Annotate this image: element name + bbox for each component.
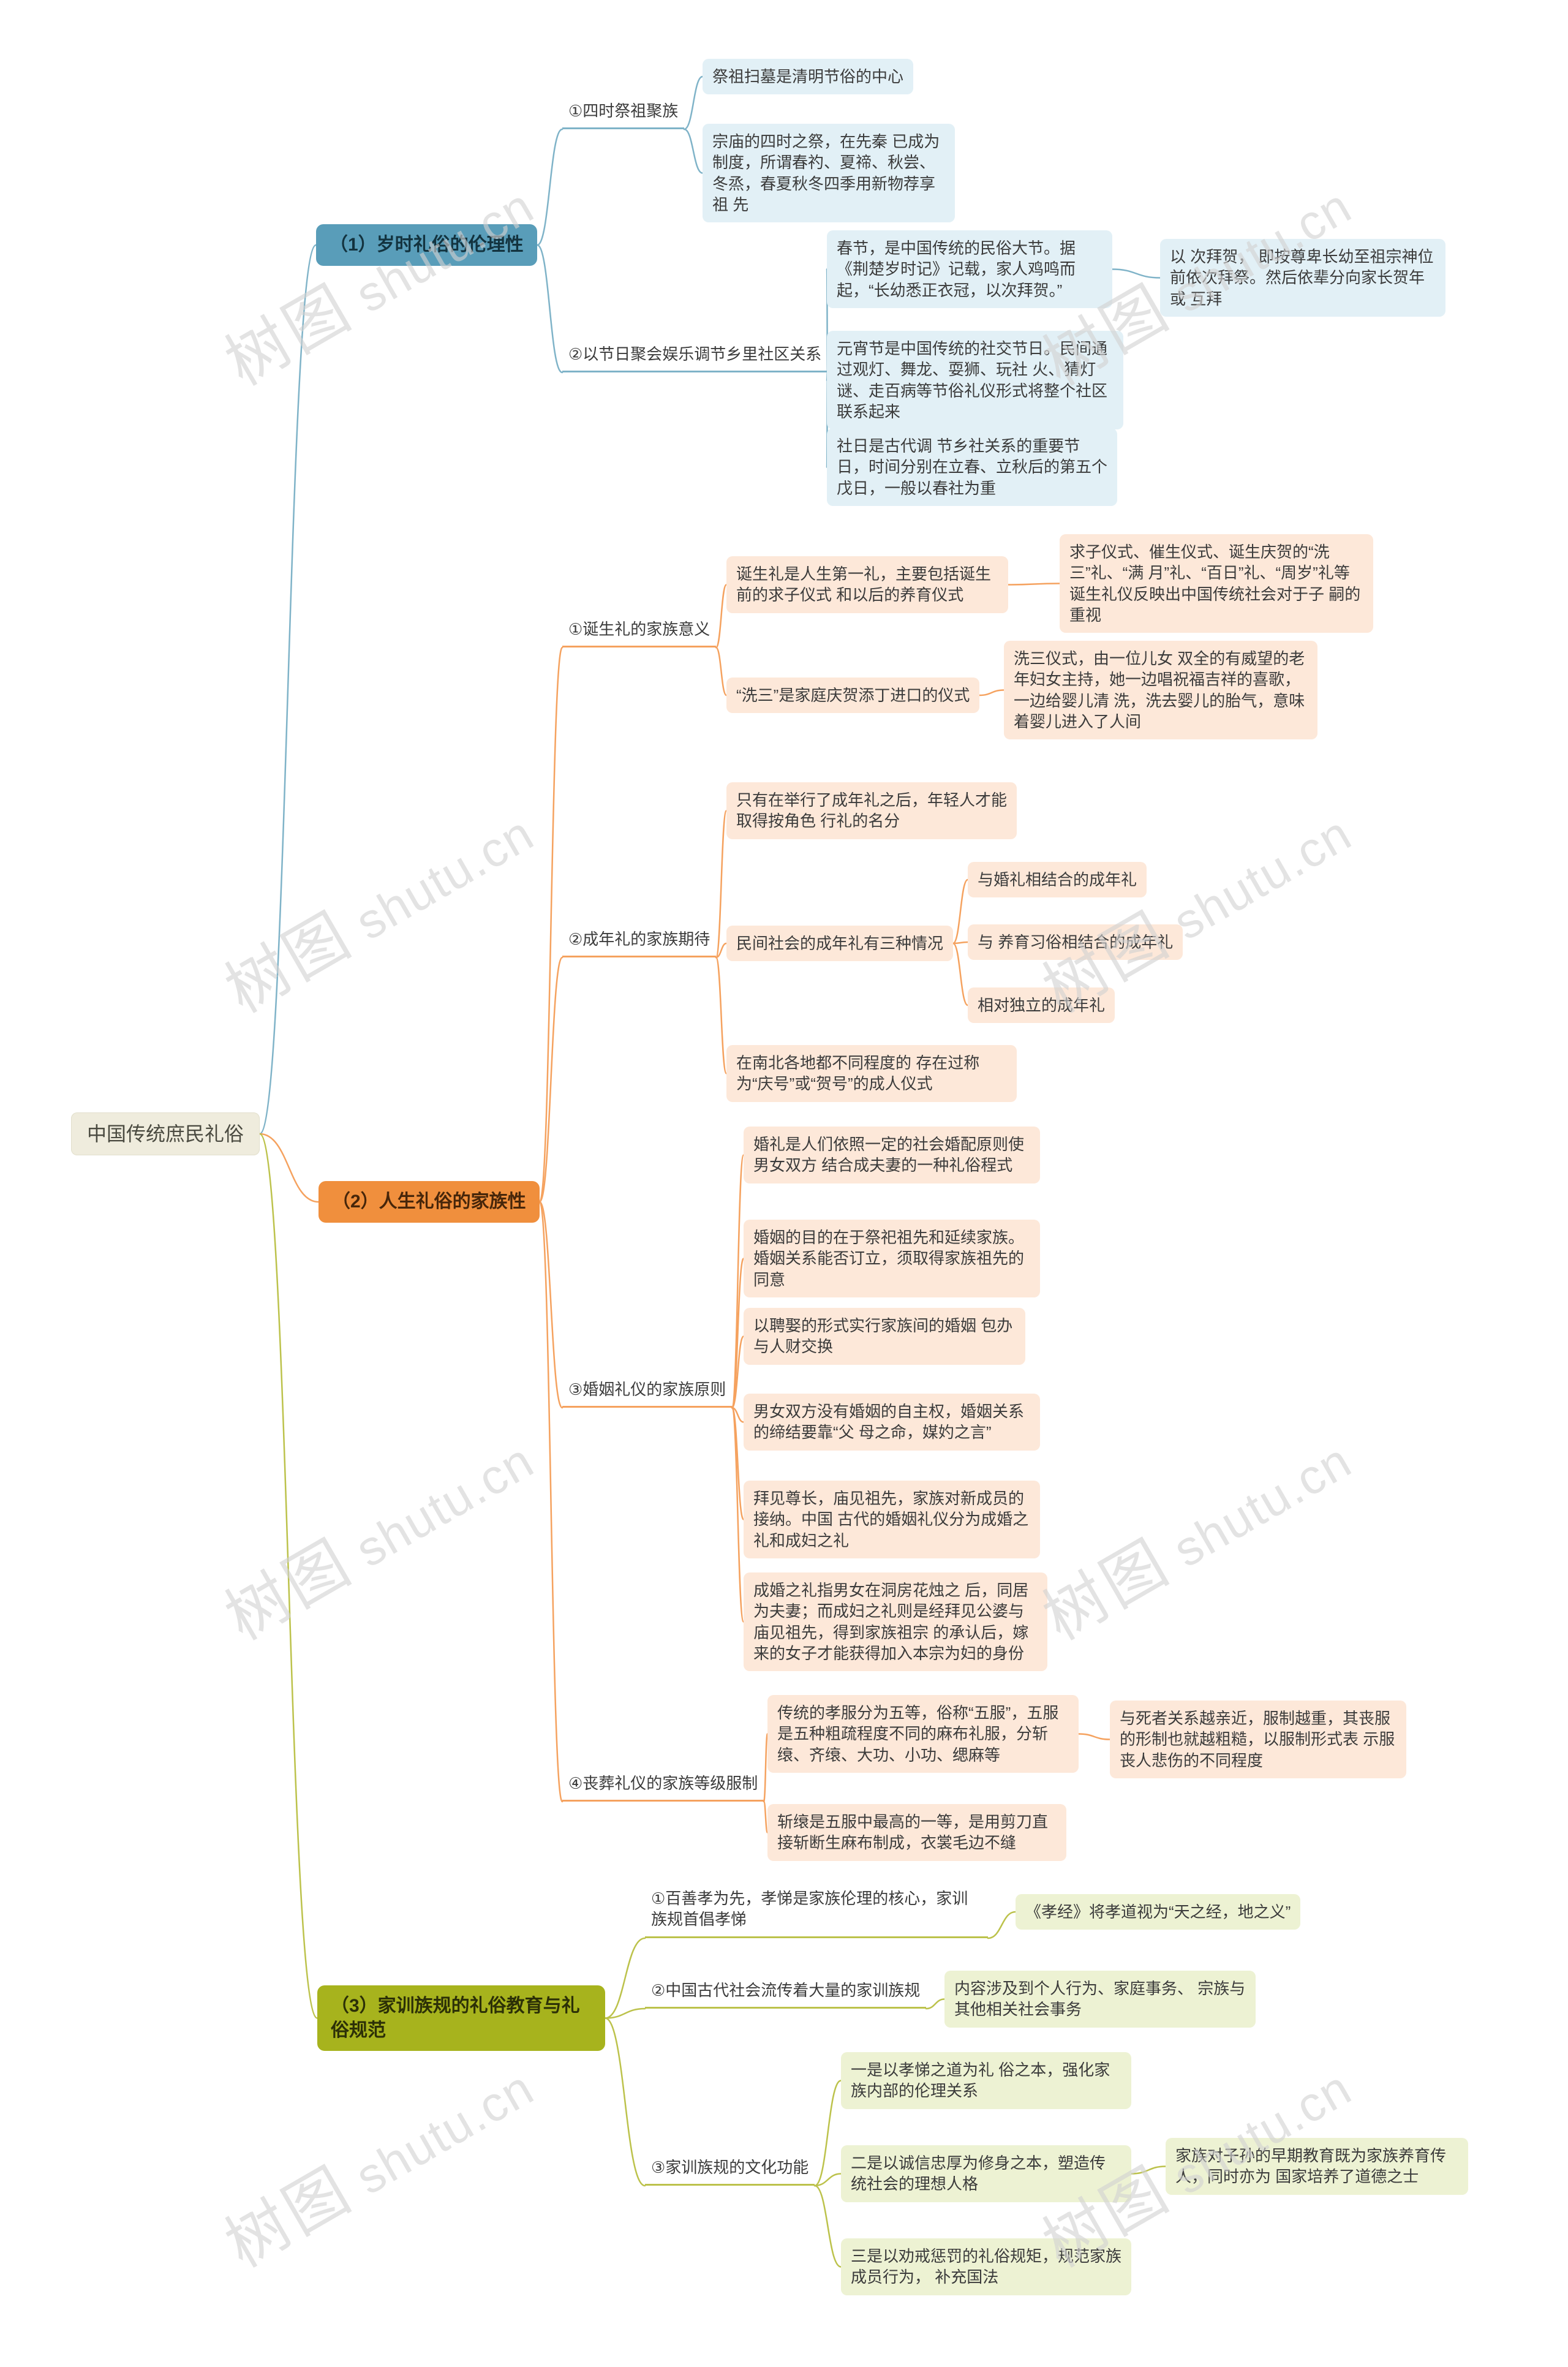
node-l2-3-3[interactable]: 以聘娶的形式实行家族间的婚姻 包办与人财交换 xyxy=(744,1308,1025,1365)
node-l2-2-2-2[interactable]: 与 养育习俗相结合的成年礼 xyxy=(968,924,1183,961)
node-l3-2-1[interactable]: 内容涉及到个人行为、家庭事务、 宗族与其他相关社会事务 xyxy=(944,1971,1256,2028)
node-l2-2-3[interactable]: 在南北各地都不同程度的 存在过称为“庆号”或“贺号”的成人仪式 xyxy=(726,1045,1017,1102)
node-s1-1[interactable]: ①四时祭祖聚族 xyxy=(562,98,685,130)
node-l3-3-2-1[interactable]: 家族对子孙的早期教育既为家族养育传人，同时亦为 国家培养了道德之士 xyxy=(1166,2138,1468,2195)
node-l2-3-4[interactable]: 男女双方没有婚姻的自主权，婚姻关系的缔结要靠“父 母之命，媒妁之言” xyxy=(744,1394,1040,1451)
node-l3-3-3[interactable]: 三是以劝戒惩罚的礼俗规矩，规范家族成员行为， 补充国法 xyxy=(841,2238,1131,2295)
node-l2-2-2-1[interactable]: 与婚礼相结合的成年礼 xyxy=(968,862,1147,898)
node-l1-2-3[interactable]: 社日是古代调 节乡社关系的重要节日，时间分别在立春、立秋后的第五个戊日，一般以春… xyxy=(827,428,1117,506)
node-l2-3-5[interactable]: 拜见尊长，庙见祖先，家族对新成员的接纳。中国 古代的婚姻礼仪分为成婚之礼和成妇之… xyxy=(744,1481,1040,1558)
node-l2-4-1[interactable]: 传统的孝服分为五等，俗称“五服”，五服是五种粗疏程度不同的麻布礼服，分斩缞、齐缞… xyxy=(767,1695,1079,1773)
node-l2-1-2[interactable]: “洗三”是家庭庆贺添丁进口的仪式 xyxy=(726,678,980,714)
node-l1-1-1[interactable]: 祭祖扫墓是清明节俗的中心 xyxy=(703,59,914,95)
node-s2-1[interactable]: ①诞生礼的家族意义 xyxy=(562,616,717,648)
node-l1-2-2[interactable]: 元宵节是中国传统的社交节日。民间通过观灯、舞龙、耍狮、玩社 火、猜灯谜、走百病等… xyxy=(827,331,1123,430)
node-l3-3-1[interactable]: 一是以孝悌之道为礼 俗之本，强化家族内部的伦理关系 xyxy=(841,2052,1131,2109)
node-l2-2-2[interactable]: 民间社会的成年礼有三种情况 xyxy=(726,926,954,962)
node-l1-2-1[interactable]: 春节，是中国传统的民俗大节。据《荆楚岁时记》记载，家人鸡鸣而起，“长幼悉正衣冠，… xyxy=(827,230,1112,308)
node-l3-1-1[interactable]: 《孝经》将孝道视为“天之经，地之义” xyxy=(1016,1894,1301,1930)
node-l2-1-2-1[interactable]: 洗三仪式，由一位儿女 双全的有威望的老年妇女主持，她一边唱祝福吉祥的喜歌，一边给… xyxy=(1004,641,1317,740)
node-s3-3[interactable]: ③家训族规的文化功能 xyxy=(645,2154,815,2186)
node-s3-1[interactable]: ①百善孝为先，孝悌是家族伦理的核心，家训族规首倡孝悌 xyxy=(645,1886,988,1938)
node-l3-3-2[interactable]: 二是以诚信忠厚为修身之本，塑造传 统社会的理想人格 xyxy=(841,2145,1131,2202)
node-l2-1-1[interactable]: 诞生礼是人生第一礼，主要包括诞生前的求子仪式 和以后的养育仪式 xyxy=(726,556,1008,613)
node-l2-4-1-1[interactable]: 与死者关系越亲近，服制越重，其丧服的形制也就越粗糙，以服制形式表 示服丧人悲伤的… xyxy=(1110,1701,1406,1778)
node-root[interactable]: 中国传统庶民礼俗 xyxy=(71,1112,260,1156)
node-l1-2-1-1[interactable]: 以 次拜贺， 即按尊卑长幼至祖宗神位前依次拜祭。然后依辈分向家长贺年或 互拜 xyxy=(1160,239,1446,317)
node-l2-3-6[interactable]: 成婚之礼指男女在洞房花烛之 后，同居为夫妻；而成妇之礼则是经拜见公婆与庙见祖先，… xyxy=(744,1572,1047,1672)
node-l2-2-2-3[interactable]: 相对独立的成年礼 xyxy=(968,987,1115,1024)
node-s2-3[interactable]: ③婚姻礼仪的家族原则 xyxy=(562,1376,733,1408)
node-b3[interactable]: （3）家训族规的礼俗教育与礼俗规范 xyxy=(317,1985,605,2052)
node-l2-3-2[interactable]: 婚姻的目的在于祭祀祖先和延续家族。婚姻关系能否订立，须取得家族祖先的同意 xyxy=(744,1220,1040,1297)
node-s3-2[interactable]: ②中国古代社会流传着大量的家训族规 xyxy=(645,1977,927,2009)
node-s2-4[interactable]: ④丧葬礼仪的家族等级服制 xyxy=(562,1770,764,1802)
node-s1-2[interactable]: ②以节日聚会娱乐调节乡里社区关系 xyxy=(562,341,828,373)
node-l2-4-2[interactable]: 斩缞是五服中最高的一等，是用剪刀直接斩断生麻布制成，衣裳毛边不缝 xyxy=(767,1804,1066,1861)
node-b2[interactable]: （2）人生礼俗的家族性 xyxy=(318,1181,540,1223)
node-b1[interactable]: （1）岁时礼俗的伦理性 xyxy=(316,224,537,266)
node-l1-1-2[interactable]: 宗庙的四时之祭，在先秦 已成为制度，所谓春礿、夏禘、秋尝、冬烝，春夏秋冬四季用新… xyxy=(703,124,955,223)
node-l2-3-1[interactable]: 婚礼是人们依照一定的社会婚配原则使男女双方 结合成夫妻的一种礼俗程式 xyxy=(744,1127,1040,1184)
node-l2-2-1[interactable]: 只有在举行了成年礼之后，年轻人才能取得按角色 行礼的名分 xyxy=(726,782,1017,839)
node-s2-2[interactable]: ②成年礼的家族期待 xyxy=(562,926,717,958)
node-l2-1-1-1[interactable]: 求子仪式、催生仪式、诞生庆贺的“洗三”礼、“满 月”礼、“百日”礼、“周岁”礼等… xyxy=(1060,534,1373,633)
